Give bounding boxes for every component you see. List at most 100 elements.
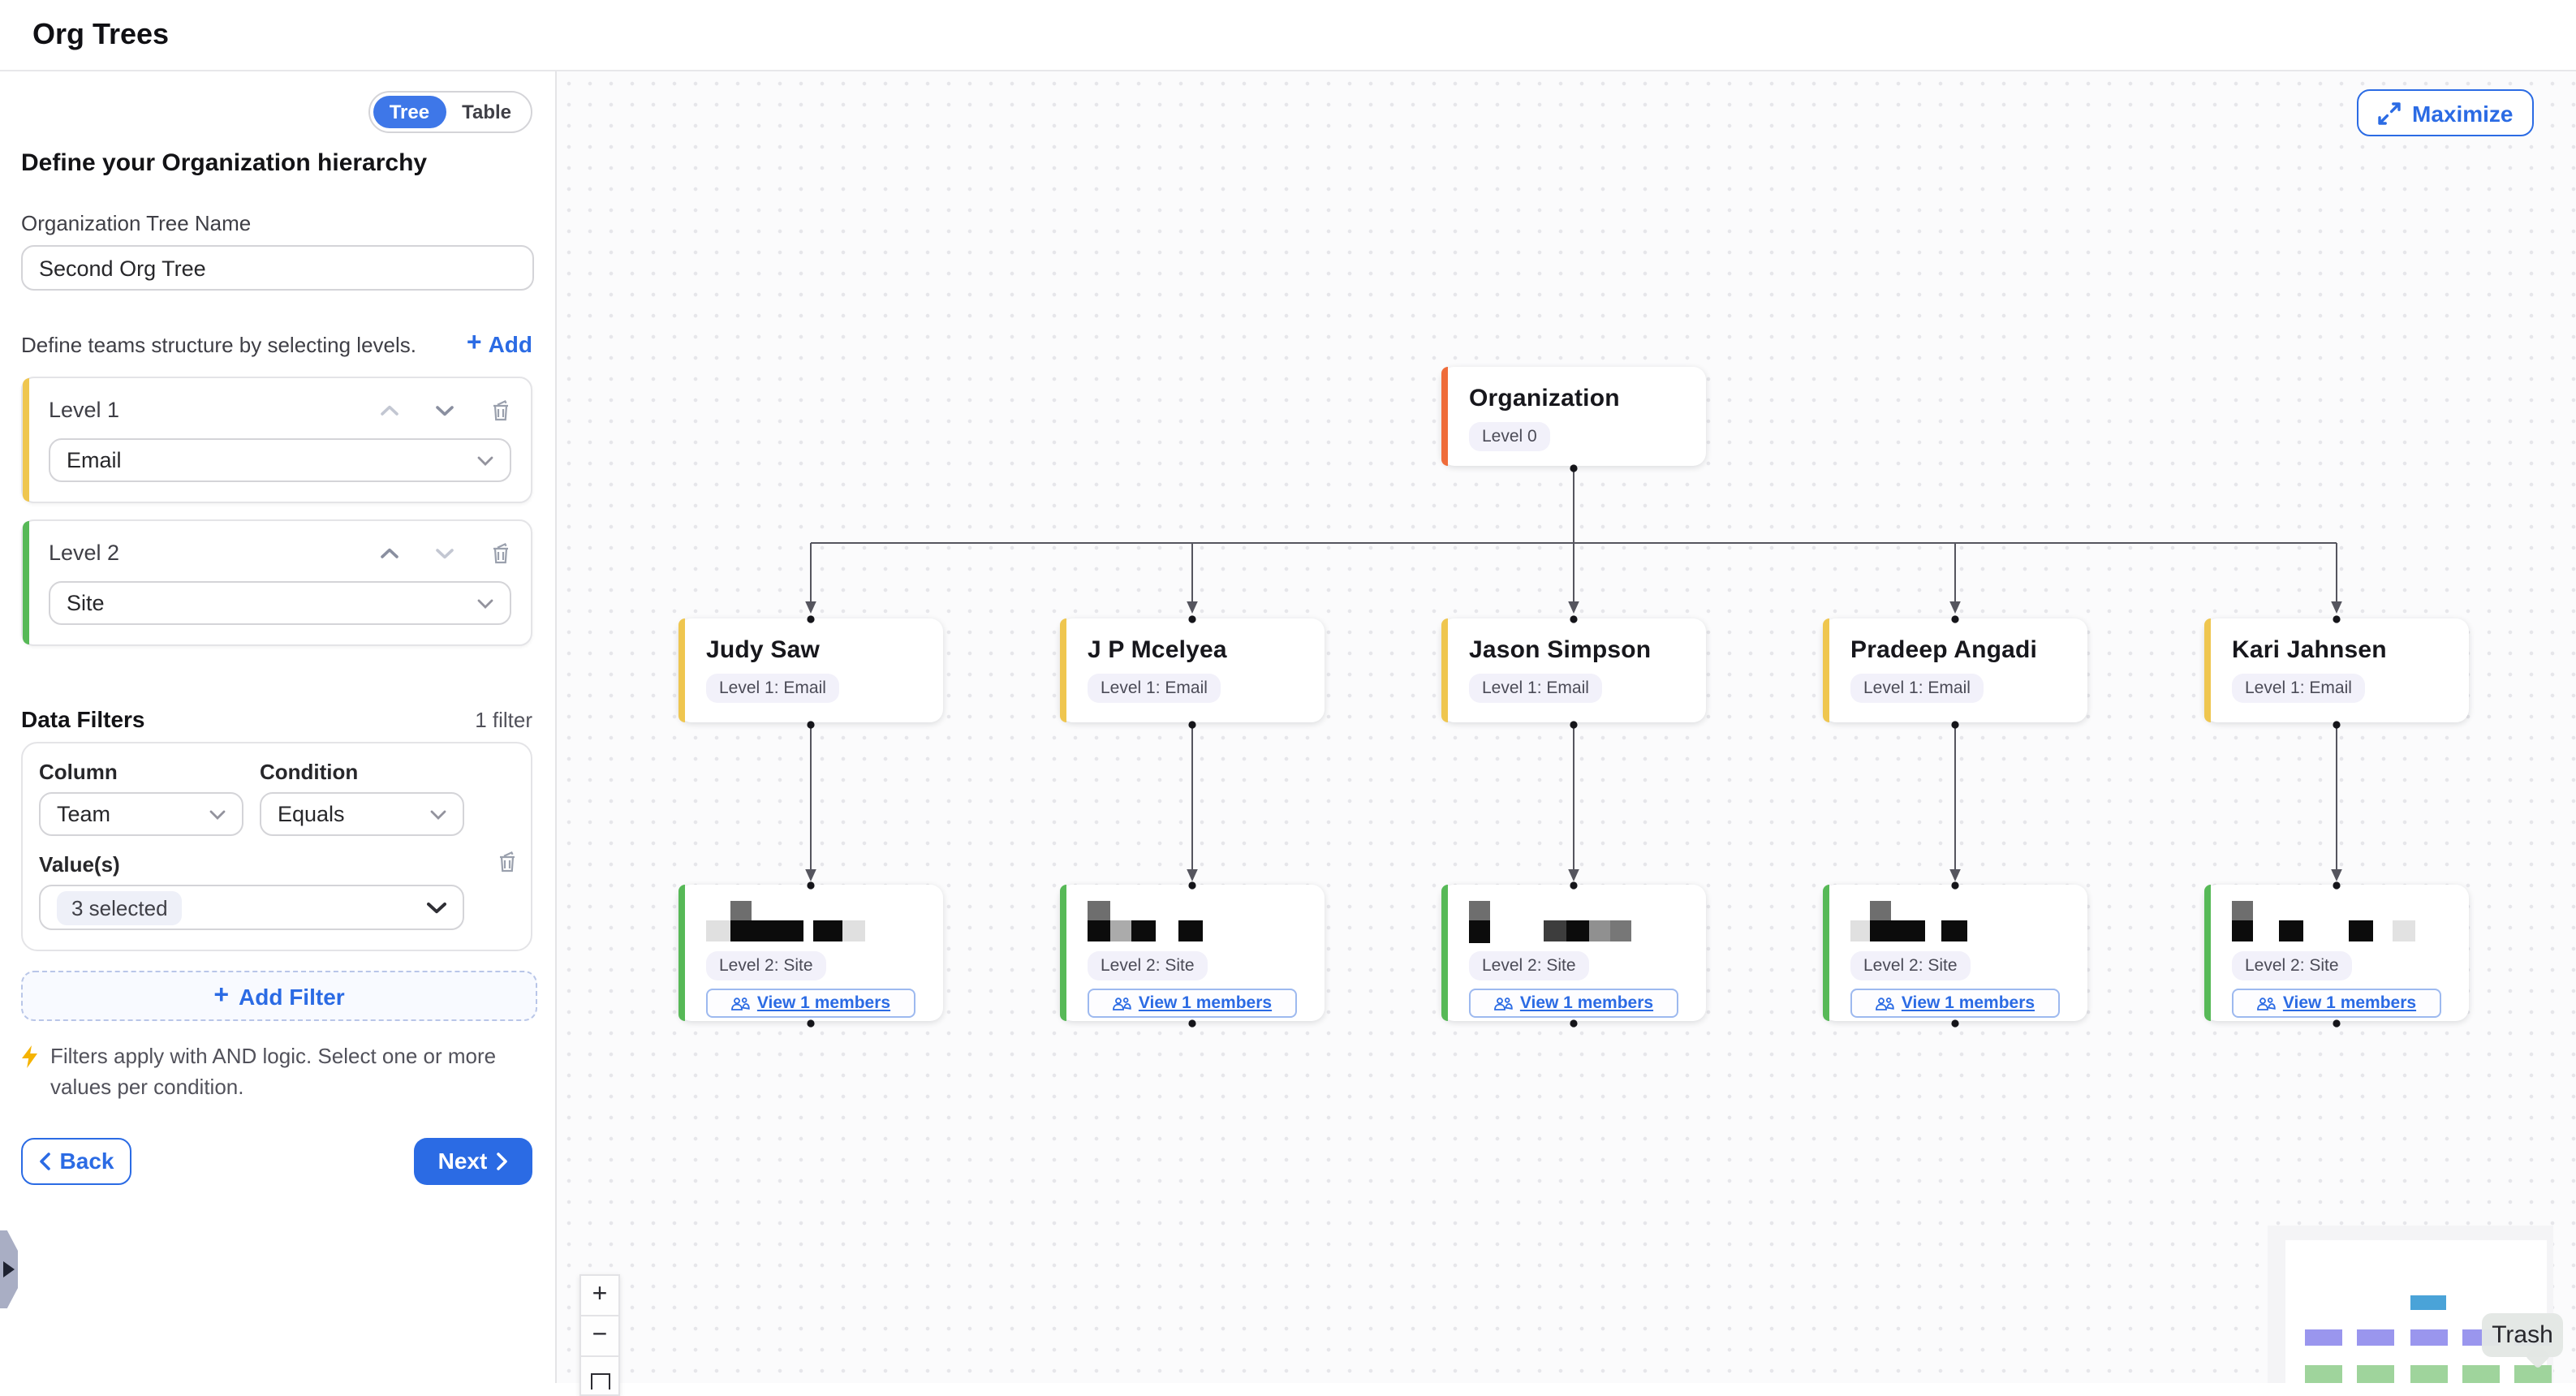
node-level-badge: Level 1: Email bbox=[1469, 674, 1602, 703]
values-selected-chip: 3 selected bbox=[57, 890, 183, 924]
next-label: Next bbox=[437, 1148, 488, 1174]
level1-label: Level 1 bbox=[49, 398, 120, 422]
filter-count: 1 filter bbox=[475, 708, 532, 732]
node-level-badge: Level 0 bbox=[1469, 422, 1550, 451]
fit-view-icon bbox=[590, 1372, 610, 1389]
minimap-node bbox=[2305, 1329, 2342, 1346]
chevron-down-icon bbox=[427, 902, 446, 913]
condition-select[interactable]: Equals bbox=[260, 792, 464, 836]
move-down-button[interactable] bbox=[435, 541, 454, 564]
node-level-badge: Level 2: Site bbox=[1850, 951, 1971, 980]
node-level-badge: Level 2: Site bbox=[2232, 951, 2352, 980]
sidebar-collapse-handle[interactable] bbox=[0, 1230, 18, 1308]
level1-field-value: Email bbox=[67, 448, 122, 472]
redacted-node-title bbox=[2232, 901, 2446, 941]
toggle-table[interactable]: Table bbox=[462, 101, 511, 123]
minimap-viewport bbox=[2285, 1240, 2552, 1383]
back-label: Back bbox=[59, 1148, 114, 1174]
trash-icon[interactable] bbox=[490, 399, 511, 421]
move-down-button[interactable] bbox=[435, 399, 454, 421]
chevron-down-icon bbox=[209, 809, 226, 819]
view-members-button[interactable]: View 1 members bbox=[1088, 989, 1297, 1018]
move-up-button[interactable] bbox=[380, 541, 399, 564]
level-card-2: Level 2 Site bbox=[21, 519, 532, 646]
node-title: Organization bbox=[1469, 385, 1620, 412]
filters-note-text: Filters apply with AND logic. Select one… bbox=[50, 1044, 497, 1099]
filter-card: Column Team Condition Equals bbox=[21, 742, 532, 951]
add-filter-button[interactable]: + Add Filter bbox=[21, 971, 537, 1021]
sidebar-heading: Define your Organization hierarchy bbox=[21, 149, 428, 177]
node-level-badge: Level 2: Site bbox=[706, 951, 826, 980]
level2-label: Level 2 bbox=[49, 541, 120, 565]
sidebar: Tree Table Define your Organization hier… bbox=[0, 71, 557, 1383]
maximize-button[interactable]: Maximize bbox=[2357, 89, 2535, 136]
node-level-badge: Level 2: Site bbox=[1469, 951, 1589, 980]
people-icon bbox=[1494, 997, 1514, 1010]
values-label: Value(s) bbox=[39, 852, 120, 877]
maximize-label: Maximize bbox=[2412, 100, 2514, 126]
plus-icon: + bbox=[466, 330, 482, 357]
redacted-node-title bbox=[1088, 901, 1302, 941]
condition-label: Condition bbox=[260, 760, 359, 784]
zoom-in-button[interactable]: + bbox=[579, 1274, 620, 1315]
node-title: J P Mcelyea bbox=[1088, 636, 1227, 664]
level2-accent bbox=[23, 521, 29, 644]
expand-arrows-icon bbox=[2378, 101, 2401, 124]
fit-view-button[interactable] bbox=[579, 1355, 620, 1396]
toggle-tree[interactable]: Tree bbox=[373, 96, 446, 128]
tree-name-input[interactable] bbox=[21, 245, 534, 291]
page-header: Org Trees bbox=[0, 0, 2576, 71]
minimap[interactable] bbox=[2268, 1226, 2553, 1383]
view-members-button[interactable]: View 1 members bbox=[2232, 989, 2441, 1018]
node-title: Jason Simpson bbox=[1469, 636, 1652, 664]
level1-accent bbox=[23, 378, 29, 502]
column-value: Team bbox=[57, 802, 111, 826]
view-members-button[interactable]: View 1 members bbox=[706, 989, 915, 1018]
view-members-button[interactable]: View 1 members bbox=[1850, 989, 2060, 1018]
node-level-badge: Level 1: Email bbox=[1088, 674, 1221, 703]
back-button[interactable]: Back bbox=[21, 1137, 131, 1185]
move-up-button[interactable] bbox=[380, 399, 399, 421]
chevron-down-icon bbox=[430, 809, 446, 819]
minimap-node bbox=[2410, 1365, 2448, 1383]
node-level-badge: Level 1: Email bbox=[2232, 674, 2365, 703]
trash-tooltip-label: Trash bbox=[2492, 1321, 2553, 1349]
redacted-node-title bbox=[1850, 901, 2065, 941]
filters-note: Filters apply with AND logic. Select one… bbox=[21, 1042, 508, 1103]
chevron-left-icon bbox=[39, 1152, 50, 1170]
chevron-down-icon bbox=[477, 455, 493, 465]
level-card-1: Level 1 Email bbox=[21, 377, 532, 503]
trash-icon bbox=[500, 851, 515, 872]
chevron-down-icon bbox=[477, 598, 493, 608]
view-members-button[interactable]: View 1 members bbox=[1469, 989, 1678, 1018]
minimap-node bbox=[2410, 1329, 2448, 1346]
remove-filter-button[interactable] bbox=[497, 851, 518, 873]
plus-icon: + bbox=[213, 981, 229, 1009]
next-button[interactable]: Next bbox=[414, 1137, 532, 1185]
minimap-node bbox=[2357, 1365, 2394, 1383]
chevron-right-icon bbox=[497, 1152, 508, 1170]
column-select[interactable]: Team bbox=[39, 792, 243, 836]
column-label: Column bbox=[39, 760, 118, 784]
view-mode-toggle: Tree Table bbox=[368, 91, 532, 133]
level2-field-select[interactable]: Site bbox=[49, 581, 511, 625]
values-select[interactable]: 3 selected bbox=[39, 885, 464, 930]
add-level-button[interactable]: + Add bbox=[466, 330, 532, 357]
data-filters-heading: Data Filters bbox=[21, 706, 145, 732]
zoom-out-button[interactable]: − bbox=[579, 1315, 620, 1355]
redacted-node-title bbox=[706, 901, 920, 941]
trash-icon[interactable] bbox=[490, 541, 511, 564]
level1-field-select[interactable]: Email bbox=[49, 438, 511, 482]
node-title: Kari Jahnsen bbox=[2232, 636, 2387, 664]
